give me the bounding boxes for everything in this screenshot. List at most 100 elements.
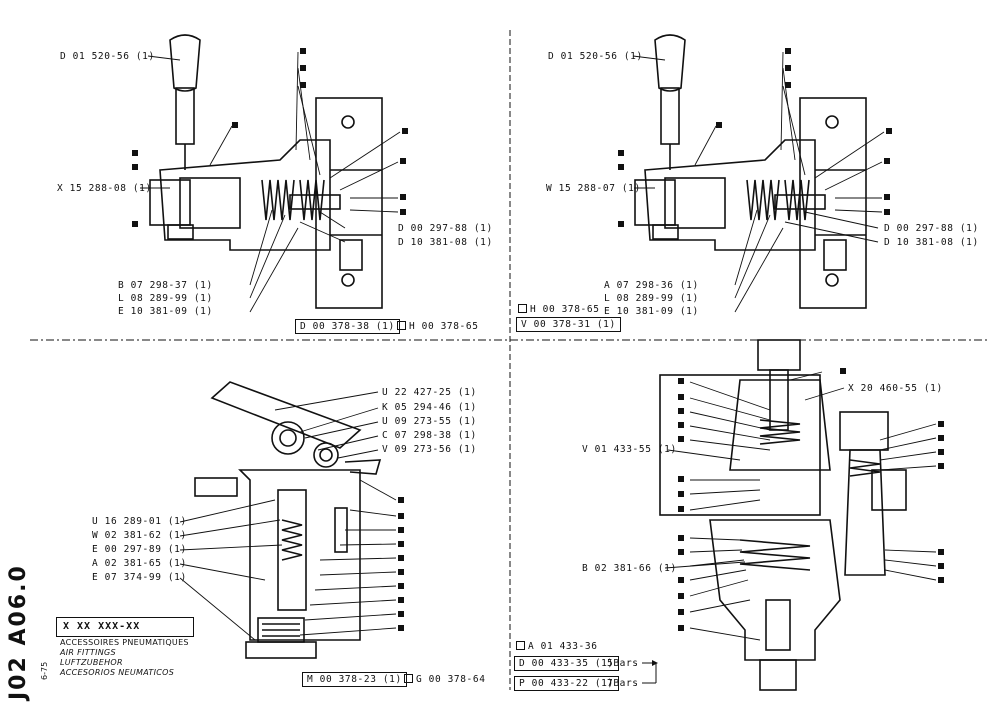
part-label: E 07 374-99 (1) (92, 572, 187, 583)
valve-drawing-q2 (632, 34, 885, 313)
square-bullet-icon (678, 549, 684, 555)
square-bullet-icon (402, 128, 408, 134)
square-bullet-icon (785, 82, 791, 88)
square-bullet-icon (678, 625, 684, 631)
square-bullet-icon (618, 164, 624, 170)
title-block: ACCESSOIRES PNEUMATIQUES AIR FITTINGS LU… (60, 638, 189, 678)
alt-ref-label: H 00 378-65 (530, 304, 600, 315)
part-label: L 08 289-99 (1) (604, 293, 699, 304)
square-bullet-icon (884, 194, 890, 200)
square-bullet-icon (232, 122, 238, 128)
part-label: D 01 520-56 (1) (60, 51, 155, 62)
part-label: V 01 433-55 (1) (582, 444, 677, 455)
part-label: W 02 381-62 (1) (92, 530, 187, 541)
square-bullet-icon (398, 555, 404, 561)
assembly-ref-box: P 00 433-22 (1) (514, 676, 619, 691)
square-bullet-icon (678, 535, 684, 541)
square-bullet-icon (398, 541, 404, 547)
title-fr: ACCESSOIRES PNEUMATIQUES (60, 638, 189, 647)
assembly-ref-box: D 00 433-35 (1) (514, 656, 619, 671)
square-bullet-icon (400, 194, 406, 200)
square-bullet-icon (785, 65, 791, 71)
square-bullet-icon (716, 122, 722, 128)
square-bullet-icon (398, 497, 404, 503)
part-label: E 00 297-89 (1) (92, 544, 187, 555)
square-bullet-icon (132, 150, 138, 156)
square-bullet-icon (398, 597, 404, 603)
square-bullet-icon (938, 449, 944, 455)
checkbox-icon (518, 304, 527, 313)
square-bullet-icon (678, 394, 684, 400)
alt-ref-label: G 00 378-64 (416, 674, 486, 685)
part-label: U 22 427-25 (1) (382, 387, 477, 398)
square-bullet-icon (400, 209, 406, 215)
square-bullet-icon (300, 65, 306, 71)
square-bullet-icon (938, 435, 944, 441)
square-bullet-icon (678, 436, 684, 442)
square-bullet-icon (886, 128, 892, 134)
part-label: D 10 381-08 (1) (398, 237, 493, 248)
checkbox-icon (397, 321, 406, 330)
square-bullet-icon (398, 583, 404, 589)
square-bullet-icon (678, 593, 684, 599)
part-label: A 02 381-65 (1) (92, 558, 187, 569)
title-en: AIR FITTINGS (60, 648, 116, 657)
alt-ref-option: G 00 378-64 (404, 674, 486, 685)
square-bullet-icon (300, 82, 306, 88)
model-code: X XX XXX-XX (63, 621, 141, 632)
square-bullet-icon (678, 408, 684, 414)
assembly-ref-box: V 00 378-31 (1) (516, 317, 621, 332)
square-bullet-icon (398, 569, 404, 575)
assembly-ref-box: D 00 378-38 (1) (295, 319, 400, 334)
square-bullet-icon (678, 577, 684, 583)
part-label: E 10 381-09 (1) (118, 306, 213, 317)
pedal-valve-drawing-q3 (179, 381, 397, 659)
part-label: E 10 381-09 (1) (604, 306, 699, 317)
part-label: W 15 288-07 (1) (546, 183, 641, 194)
part-label: U 16 289-01 (1) (92, 516, 187, 527)
square-bullet-icon (678, 609, 684, 615)
pressure-note: 5Bars (607, 658, 639, 669)
square-bullet-icon (785, 48, 791, 54)
alt-ref-option: H 00 378-65 (397, 321, 479, 332)
sheet-date: 6-75 (40, 661, 49, 680)
square-bullet-icon (678, 491, 684, 497)
pressure-note: 7Bars (607, 678, 639, 689)
part-label: D 01 520-56 (1) (548, 51, 643, 62)
part-label: U 09 273-55 (1) (382, 416, 477, 427)
square-bullet-icon (398, 611, 404, 617)
part-label: D 00 297-88 (1) (884, 223, 979, 234)
checkbox-icon (516, 641, 525, 650)
bars-bracket (642, 662, 657, 684)
part-label: L 08 289-99 (1) (118, 293, 213, 304)
regulator-drawing-q4 (659, 339, 937, 691)
part-label: A 07 298-36 (1) (604, 280, 699, 291)
alt-ref-label: H 00 378-65 (409, 321, 479, 332)
square-bullet-icon (678, 378, 684, 384)
square-bullet-icon (678, 476, 684, 482)
square-bullet-icon (300, 48, 306, 54)
square-bullet-icon (678, 422, 684, 428)
part-label: V 09 273-56 (1) (382, 444, 477, 455)
square-bullet-icon (398, 527, 404, 533)
square-bullet-icon (938, 463, 944, 469)
square-bullet-icon (400, 158, 406, 164)
checkbox-icon (404, 674, 413, 683)
square-bullet-icon (884, 158, 890, 164)
square-bullet-icon (840, 368, 846, 374)
sheet-code: J02 A06.0 (6, 564, 31, 700)
title-es: ACCESORIOS NEUMATICOS (60, 668, 175, 677)
square-bullet-icon (938, 577, 944, 583)
square-bullet-icon (678, 506, 684, 512)
alt-ref-option: A 01 433-36 (516, 641, 598, 652)
square-bullet-icon (618, 150, 624, 156)
model-box: X XX XXX-XX (56, 617, 194, 637)
title-de: LUFTZUBEHOR (60, 658, 123, 667)
alt-ref-label: A 01 433-36 (528, 641, 598, 652)
part-label: B 02 381-66 (1) (582, 563, 677, 574)
part-label: D 10 381-08 (1) (884, 237, 979, 248)
valve-drawing-q1 (140, 34, 401, 313)
assembly-ref-box: M 00 378-23 (1) (302, 672, 407, 687)
